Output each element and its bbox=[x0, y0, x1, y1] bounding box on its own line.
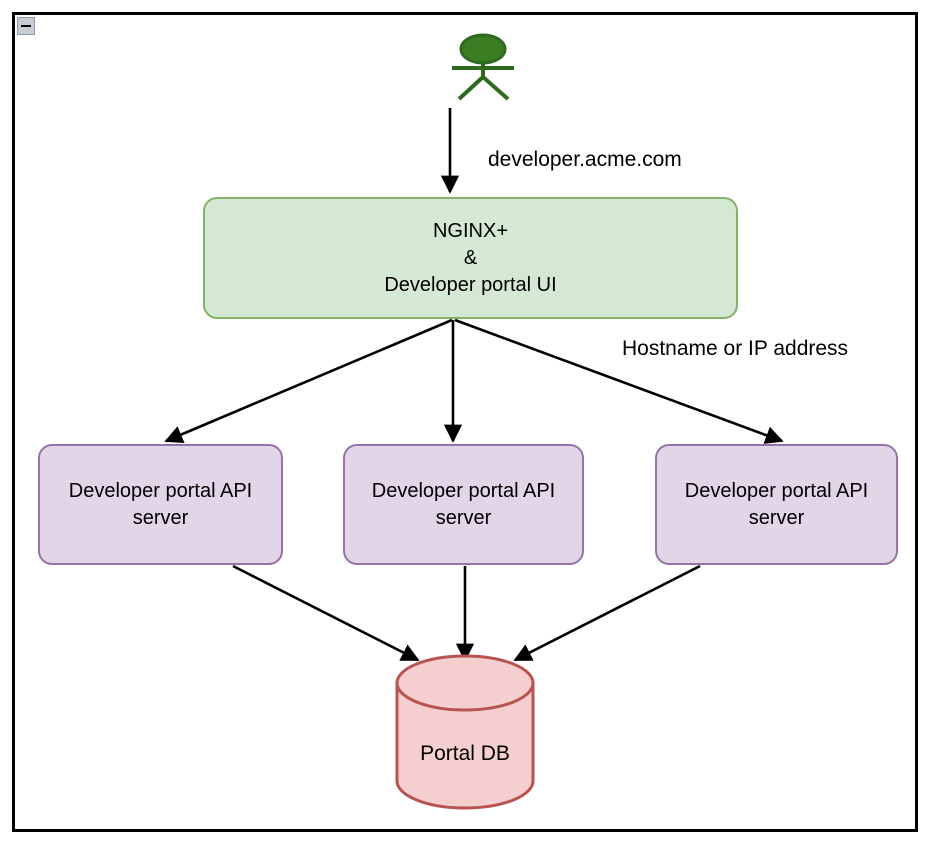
api-server-3-node[interactable]: Developer portal API server bbox=[655, 444, 898, 565]
api-server-2-label: Developer portal API server bbox=[371, 479, 556, 529]
collapse-toggle-button[interactable] bbox=[17, 17, 35, 35]
api-server-2-node[interactable]: Developer portal API server bbox=[343, 444, 584, 565]
api-server-1-label: Developer portal API server bbox=[68, 479, 253, 529]
minus-icon bbox=[21, 25, 31, 27]
diagram-frame bbox=[12, 12, 918, 832]
edge-label-domain: developer.acme.com bbox=[488, 148, 682, 171]
api-server-3-label: Developer portal API server bbox=[684, 479, 869, 529]
nginx-node-label: NGINX+ & Developer portal UI bbox=[384, 219, 557, 296]
portal-db-label: Portal DB bbox=[420, 742, 510, 765]
edge-label-hostname: Hostname or IP address bbox=[622, 337, 849, 360]
api-server-1-node[interactable]: Developer portal API server bbox=[38, 444, 283, 565]
nginx-node[interactable]: NGINX+ & Developer portal UI bbox=[203, 197, 738, 319]
